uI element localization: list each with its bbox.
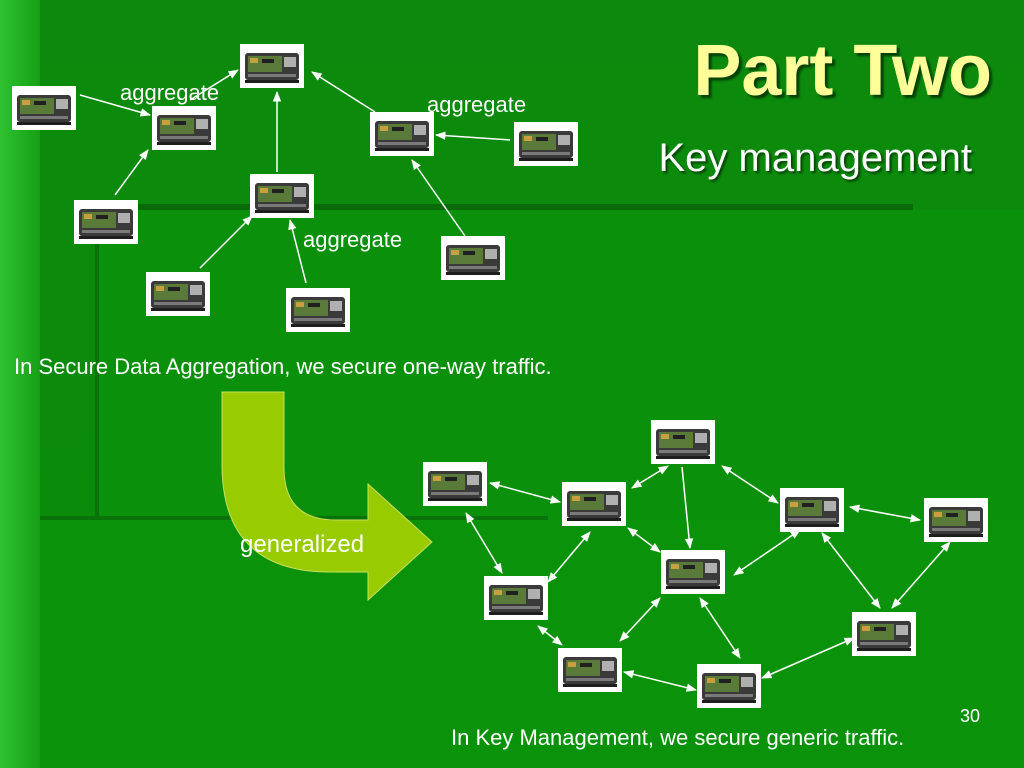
- caption-key-management: In Key Management, we secure generic tra…: [451, 725, 905, 750]
- sensor-node: [562, 482, 626, 526]
- decor-line: [95, 210, 99, 520]
- key-management-arrows: [465, 465, 951, 692]
- sensor-node: [74, 200, 138, 244]
- aggregate-label: aggregate: [120, 80, 220, 105]
- page-number: 30: [959, 706, 980, 726]
- slide-subtitle: Key management: [658, 136, 972, 180]
- sensor-node: [697, 664, 761, 708]
- generalized-arrow: [221, 391, 433, 602]
- sensor-node: [286, 288, 350, 332]
- sensor-node: [370, 112, 434, 156]
- sensor-node: [146, 272, 210, 316]
- sensor-node: [250, 174, 314, 218]
- sensor-node: [484, 576, 548, 620]
- aggregate-label: aggregate: [427, 92, 527, 117]
- sensor-node: [661, 550, 725, 594]
- caption-aggregation: In Secure Data Aggregation, we secure on…: [14, 354, 552, 379]
- sensor-node: [924, 498, 988, 542]
- sensor-node: [651, 420, 715, 464]
- decor-line: [95, 204, 913, 210]
- sensor-node: [12, 86, 76, 130]
- sensor-node: [152, 106, 216, 150]
- sensor-node: [514, 122, 578, 166]
- sensor-node: [240, 44, 304, 88]
- sensor-node: [780, 488, 844, 532]
- generalized-label: generalized: [240, 531, 365, 558]
- sensor-node: [852, 612, 916, 656]
- sensor-node: [423, 462, 487, 506]
- sensor-node: [441, 236, 505, 280]
- aggregation-arrows: [79, 69, 511, 284]
- aggregate-label: aggregate: [303, 227, 403, 252]
- slide-title: Part Two: [693, 31, 992, 111]
- sensor-node: [558, 648, 622, 692]
